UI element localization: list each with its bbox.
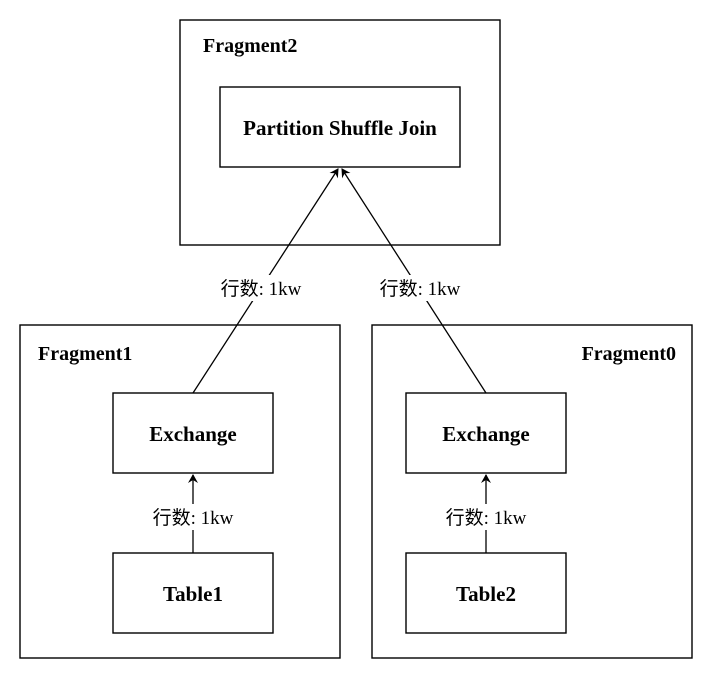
fragment1-title: Fragment1 — [38, 343, 132, 365]
edge-label-table1: 行数: 1kw — [153, 507, 234, 529]
fragment1-container: Fragment1 Exchange Table1 — [19, 324, 341, 659]
edge-label-bg — [212, 275, 310, 301]
edge-label-fragment1: 行数: 1kw — [221, 278, 302, 300]
fragment2-container: Fragment2 Partition Shuffle Join — [179, 19, 501, 246]
fragment0-container: Fragment0 Exchange Table2 — [371, 324, 693, 659]
fragment0-exchange-node — [405, 392, 567, 474]
fragment1-exchange-node — [112, 392, 274, 474]
edge-label-table2: 行数: 1kw — [446, 507, 527, 529]
table1-label: Table1 — [163, 582, 223, 606]
fragment2-title: Fragment2 — [203, 35, 297, 57]
table2-label: Table2 — [456, 582, 516, 606]
edge-label-bg — [437, 504, 535, 530]
fragment1-exchange-label: Exchange — [149, 422, 237, 446]
partition-shuffle-join-label: Partition Shuffle Join — [243, 116, 437, 140]
partition-shuffle-join-node — [219, 86, 461, 168]
table1-node — [112, 552, 274, 634]
fragment0-exchange-label: Exchange — [442, 422, 530, 446]
edge-label-bg — [371, 275, 469, 301]
table2-node — [405, 552, 567, 634]
edge-label-fragment0: 行数: 1kw — [380, 278, 461, 300]
fragment0-title: Fragment0 — [582, 343, 676, 365]
edge-label-bg — [144, 504, 242, 530]
fragment1-box — [19, 324, 341, 659]
